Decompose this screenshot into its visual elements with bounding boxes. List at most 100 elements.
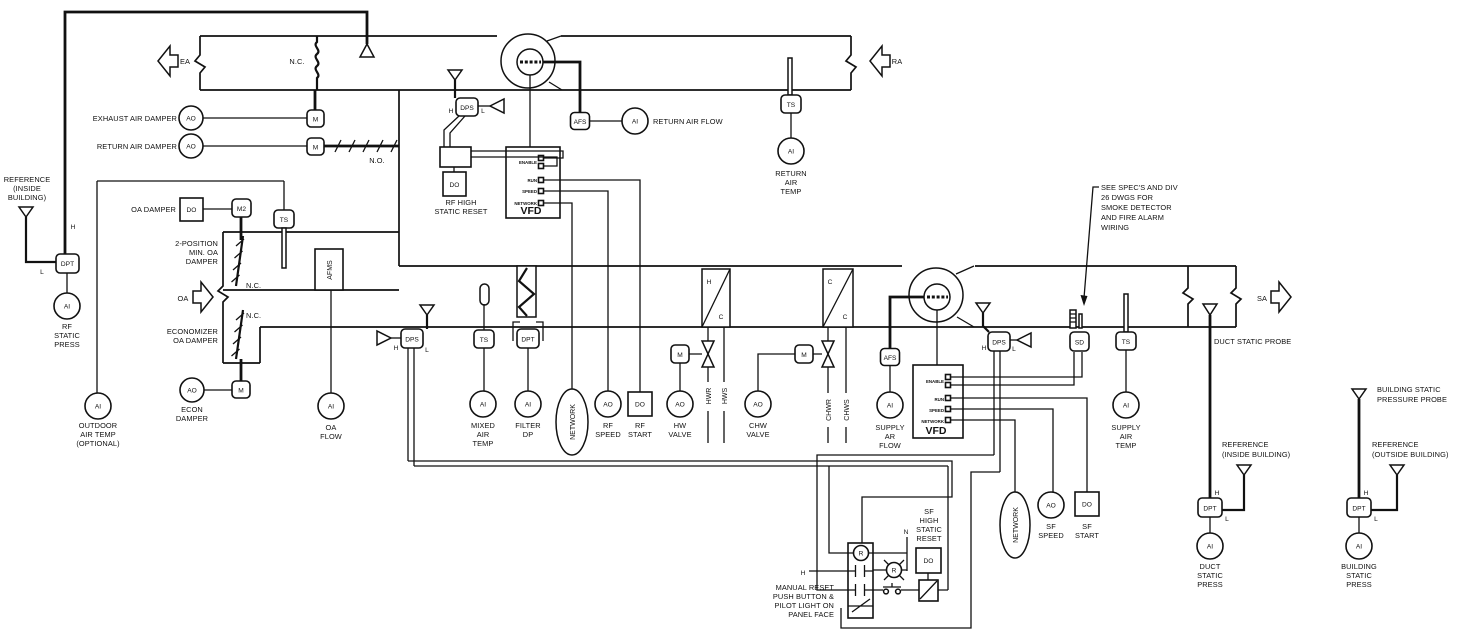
hwr-label: HWR bbox=[706, 388, 713, 405]
duct-static-press-label: STATIC bbox=[1197, 571, 1223, 580]
port-h-label: H bbox=[394, 345, 399, 352]
vfd-enable-label: ENABLE bbox=[519, 160, 537, 165]
smoke-note: AND FIRE ALARM bbox=[1101, 213, 1164, 222]
reference-outside-label: (OUTSIDE BUILDING) bbox=[1372, 450, 1449, 459]
mixed-air-dps-assembly: DPS H L bbox=[376, 304, 436, 466]
reference-inside-label: BUILDING) bbox=[8, 193, 46, 202]
m2-tag: M2 bbox=[237, 206, 246, 213]
filter-dp-label: FILTER bbox=[515, 421, 541, 430]
port-l-label: L bbox=[1012, 346, 1016, 353]
m-tag: M bbox=[801, 352, 807, 359]
vfd-run-label: RUN bbox=[527, 178, 537, 183]
ai-tag: AI bbox=[1207, 544, 1213, 551]
hw-valve-label: HW bbox=[674, 421, 687, 430]
return-dps-assembly: DPS H L DO RF HIGH STATIC RESET bbox=[434, 69, 505, 216]
port-h-label: H bbox=[1215, 490, 1220, 497]
coil-c-label: C bbox=[843, 314, 848, 321]
ea-arrow: EA bbox=[157, 43, 190, 79]
supply-air-temp-label: TEMP bbox=[1116, 441, 1137, 450]
oa-damper-assembly: OA DAMPER DO M2 TS N.C. 2-POSITION MIN. … bbox=[76, 180, 345, 448]
reference-outside-label: REFERENCE bbox=[1372, 440, 1418, 449]
sf-start-label: SF bbox=[1082, 522, 1092, 531]
hot-label: H bbox=[801, 570, 806, 577]
sf-network-oval: NETWORK bbox=[999, 491, 1031, 559]
m-tag: M bbox=[313, 117, 319, 124]
do-tag: DO bbox=[924, 558, 934, 565]
vfd-speed-label: SPEED bbox=[929, 408, 944, 413]
rf-start-label: RF bbox=[635, 421, 645, 430]
oa-flow-label: OA bbox=[326, 423, 337, 432]
vfd-tag: VFD bbox=[521, 205, 542, 217]
do-tag: DO bbox=[450, 182, 460, 189]
oa-flow-label: FLOW bbox=[320, 432, 342, 441]
m-tag: M bbox=[313, 145, 319, 152]
ao-tag: AO bbox=[675, 402, 685, 409]
dpt-tag: DPT bbox=[521, 337, 534, 344]
sf-speed-point: AO SF SPEED bbox=[1037, 491, 1065, 540]
sf-high-static-reset-label: SF bbox=[924, 507, 934, 516]
rf-high-static-reset-label: RF HIGH bbox=[445, 198, 476, 207]
mixed-air-temp-assembly: TS AI MIXED AIR TEMP bbox=[469, 283, 497, 448]
sf-start-point: DO SF START bbox=[1074, 491, 1100, 540]
dps-tag: DPS bbox=[460, 105, 474, 112]
sa-arrow: SA bbox=[1257, 279, 1292, 315]
dpt-tag: DPT bbox=[1352, 506, 1365, 513]
port-h-label: H bbox=[71, 224, 76, 231]
network-tag: NETWORK bbox=[570, 404, 577, 440]
smoke-note: WIRING bbox=[1101, 223, 1129, 232]
duct-static-press-label: PRESS bbox=[1197, 580, 1223, 589]
building-static-probe-label: PRESSURE PROBE bbox=[1377, 395, 1447, 404]
relay-r-tag: R bbox=[859, 551, 864, 558]
oa-intake-duct bbox=[216, 231, 399, 363]
return-damper-assembly: M AO RETURN AIR DAMPER N.O. bbox=[97, 133, 399, 165]
return-air-temp-label: RETURN bbox=[775, 169, 806, 178]
supply-vfd: ENABLE RUN SPEED NETWORK VFD bbox=[912, 352, 1088, 492]
cooling-coil: C C M AO CHW VALVE CHWR CHWS bbox=[744, 268, 854, 443]
supply-afs-assembly: AFS AI SUPPLY AR FLOW bbox=[875, 347, 905, 450]
reference-inside-label: REFERENCE bbox=[4, 175, 50, 184]
supply-air-temp-label: SUPPLY bbox=[1111, 423, 1140, 432]
hw-valve-label: VALVE bbox=[668, 430, 691, 439]
ai-tag: AI bbox=[788, 149, 794, 156]
port-h-label: H bbox=[449, 108, 454, 115]
sf-start-label: START bbox=[1075, 531, 1099, 540]
do-tag: DO bbox=[1082, 502, 1092, 509]
mixed-air-temp-label: TEMP bbox=[473, 439, 494, 448]
two-position-damper-label: DAMPER bbox=[186, 257, 218, 266]
manual-reset-label: PUSH BUTTON & bbox=[773, 592, 834, 601]
coil-c-label: C bbox=[719, 314, 724, 321]
mixed-air-temp-label: AIR bbox=[477, 430, 490, 439]
afs-tag: AFS bbox=[574, 119, 587, 126]
filter-assembly: DPT AI FILTER DP bbox=[512, 265, 544, 439]
sf-speed-label: SF bbox=[1046, 522, 1056, 531]
rf-start-label: START bbox=[628, 430, 652, 439]
nc-label: N.C. bbox=[246, 311, 261, 320]
port-h-label: H bbox=[982, 345, 987, 352]
m-tag: M bbox=[238, 388, 244, 395]
ts-tag: TS bbox=[280, 217, 289, 224]
return-afs-assembly: AFS AI RETURN AIR FLOW bbox=[569, 107, 723, 135]
supply-air-temp-label: AIR bbox=[1120, 432, 1133, 441]
sf-high-static-reset-label: HIGH bbox=[920, 516, 939, 525]
chwr-label: CHWR bbox=[826, 399, 833, 421]
ao-tag: AO bbox=[186, 144, 196, 151]
rf-static-press-label: RF bbox=[62, 322, 72, 331]
m-tag: M bbox=[677, 352, 683, 359]
manual-reset-label: PANEL FACE bbox=[788, 610, 834, 619]
sa-arrow-label: SA bbox=[1257, 294, 1267, 303]
ra-arrow: RA bbox=[869, 43, 902, 79]
exhaust-air-damper-label: EXHAUST AIR DAMPER bbox=[93, 114, 177, 123]
pilot-r-tag: R bbox=[892, 568, 897, 575]
ts-tag: TS bbox=[480, 337, 489, 344]
port-l-label: L bbox=[40, 269, 44, 276]
ai-tag: AI bbox=[480, 402, 486, 409]
mixed-air-temp-label: MIXED bbox=[471, 421, 495, 430]
oa-damper-label: OA DAMPER bbox=[131, 205, 176, 214]
reference-inside-label: (INSIDE bbox=[13, 184, 41, 193]
vfd-network-label: NETWORK bbox=[921, 419, 945, 424]
vfd-tag: VFD bbox=[926, 425, 947, 437]
ai-tag: AI bbox=[328, 404, 334, 411]
smoke-note: SEE SPEC'S AND DIV bbox=[1101, 183, 1178, 192]
rf-static-press-assembly: REFERENCE (INSIDE BUILDING) H L DPT AI R… bbox=[4, 10, 376, 349]
